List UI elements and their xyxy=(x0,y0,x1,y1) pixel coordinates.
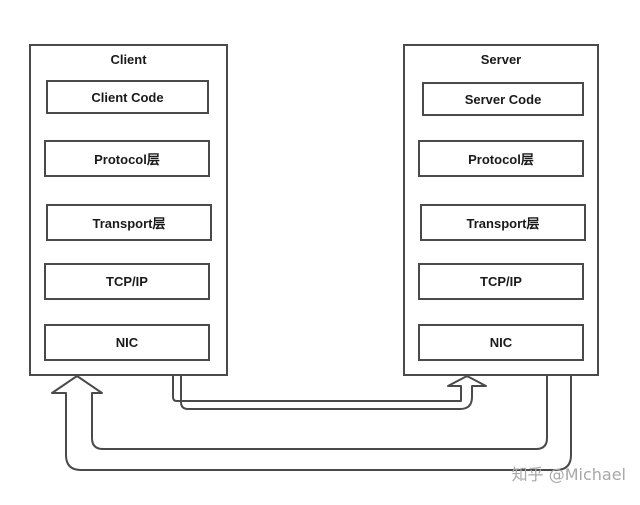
client-title: Client xyxy=(110,52,147,67)
server-transport-layer: Transport层 xyxy=(420,204,586,241)
client-stack: Client Client Code Protocol层 Transport层 … xyxy=(29,44,228,376)
client-tcpip-layer: TCP/IP xyxy=(44,263,210,300)
client-nic-layer: NIC xyxy=(44,324,210,361)
server-tcpip-layer: TCP/IP xyxy=(418,263,584,300)
watermark-text: 知乎 @Michael xyxy=(511,465,626,484)
server-protocol-layer: Protocol层 xyxy=(418,140,584,177)
server-code-layer: Server Code xyxy=(422,82,584,116)
client-to-server-arrow xyxy=(172,375,487,410)
server-to-client-arrow xyxy=(51,375,572,471)
client-protocol-layer: Protocol层 xyxy=(44,140,210,177)
client-code-layer: Client Code xyxy=(46,80,209,114)
server-title: Server xyxy=(480,52,522,67)
client-transport-layer: Transport层 xyxy=(46,204,212,241)
server-stack: Server Server Code Protocol层 Transport层 … xyxy=(403,44,599,376)
server-nic-layer: NIC xyxy=(418,324,584,361)
